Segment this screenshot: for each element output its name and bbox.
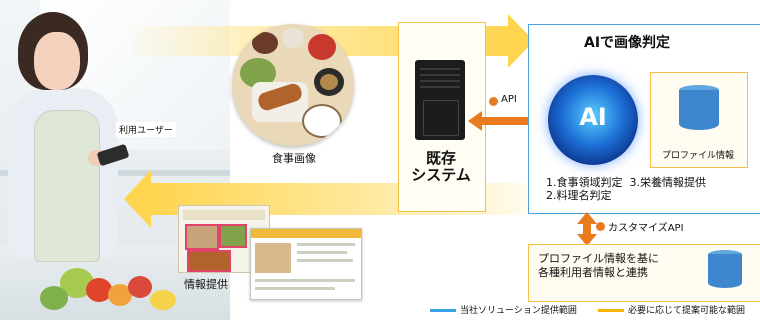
profile-info-label: プロファイル情報 [661,151,734,161]
legend-solution-line [430,309,456,312]
screenshot-meal-thumb [255,243,291,273]
screenshot-text-line [297,243,355,246]
server-panel [423,100,459,136]
tomato-dish [308,34,336,60]
user-apron [34,110,100,262]
api-dot-icon [489,97,498,106]
database-icon [708,254,742,288]
api-double-arrow [468,111,544,131]
ai-brain-icon [548,75,638,165]
custom-desc-line1: プロファイル情報を基に [538,252,659,265]
legend-solution-label: 当社ソリューション提供範囲 [460,306,577,316]
legend-optional-label: 必要に応じて提案可能な範囲 [628,306,746,316]
app-screenshot-front [250,228,362,300]
screenshot-food-box [187,250,231,272]
ai-steps: 1.食事領域判定 3.栄養情報提供 2.料理名判定 [546,176,706,202]
server-slot [420,68,460,70]
meal-photo [232,24,354,146]
miso-soup-inner [320,74,338,90]
custom-api-label: カスタマイズAPI [608,223,684,234]
server-slot [420,80,460,82]
existing-system-label-line2: システム [411,166,471,184]
meal-image-label: 食事画像 [272,152,316,165]
legend-optional-line [598,309,624,312]
custom-api-double-arrow [577,212,597,246]
ai-logo-text: AI [579,103,607,131]
custom-api-dot-icon [596,222,605,231]
existing-system-label: 既存 システム [398,150,484,184]
screenshot-text-line [297,251,347,254]
screenshot-food-box [185,224,219,250]
flow-arrow-to-user-head [124,170,151,228]
screenshot-text-line [255,279,355,282]
ai-steps-line2: 2.料理名判定 [546,189,612,202]
server-slot [420,74,460,76]
apple-icon [128,276,152,298]
screenshot-text-line [297,259,353,262]
api-label: API [501,94,517,105]
screenshot-header [183,210,265,220]
app-screenshot-back [178,205,270,273]
screenshot-header [251,229,361,238]
user-label: 利用ユーザー [116,122,176,137]
lemon-icon [150,290,176,310]
existing-system-label-line1: 既存 [425,149,456,167]
info-provision-label: 情報提供 [184,278,228,291]
user-face [34,32,80,90]
server-slot [420,86,460,88]
ai-title: AIで画像判定 [584,35,671,51]
screenshot-text-line [255,287,335,290]
tomato-icon [86,278,112,302]
screenshot-food-box [219,224,247,248]
existing-system-box [398,22,486,212]
broccoli-icon [40,286,68,310]
rice-bowl [302,104,342,138]
pepper-icon [108,284,132,306]
server-icon [415,60,465,140]
profile-info-box [650,72,748,168]
side-dish [252,32,278,54]
custom-desc: プロファイル情報を基に 各種利用者情報と連携 [538,252,659,280]
database-icon [679,90,719,130]
custom-desc-line2: 各種利用者情報と連携 [538,266,648,279]
ai-steps-line1: 1.食事領域判定 3.栄養情報提供 [546,176,706,189]
small-bowl [282,28,304,48]
